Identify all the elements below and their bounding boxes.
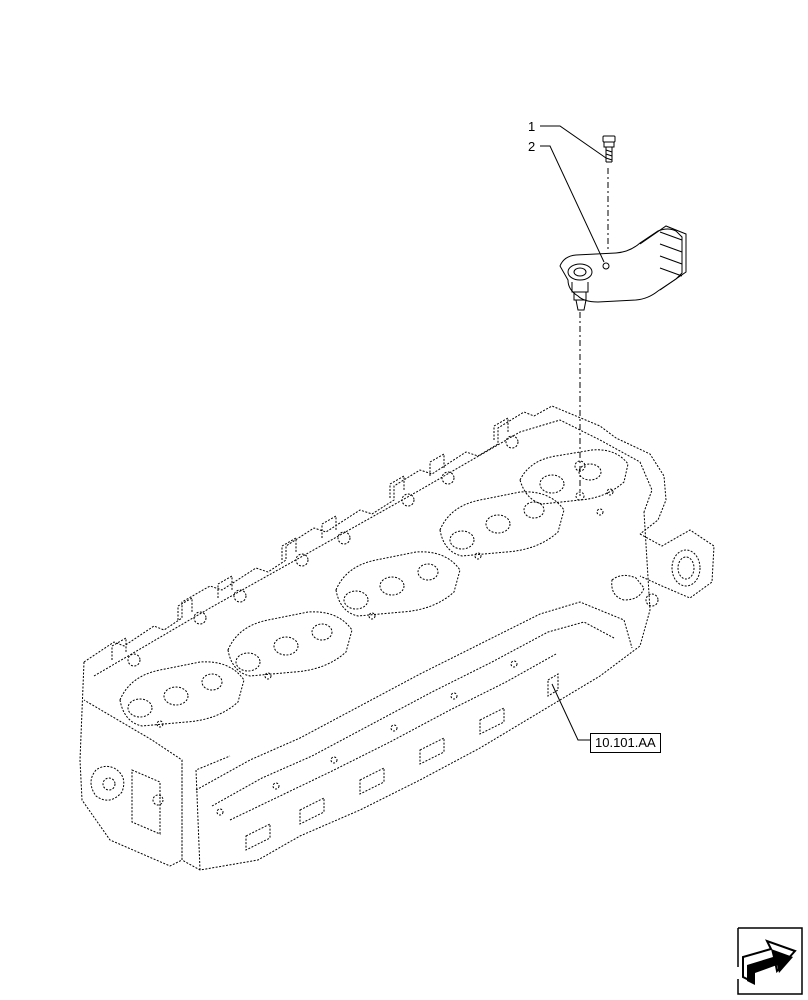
callout-1-leader bbox=[540, 125, 607, 159]
sensor-part bbox=[559, 225, 687, 311]
next-page-button[interactable] bbox=[737, 927, 803, 995]
reference-leader bbox=[551, 683, 596, 741]
cylinder-head-part bbox=[79, 405, 715, 871]
callout-1: 1 bbox=[528, 119, 536, 134]
callout-2-leader bbox=[540, 145, 605, 263]
screw-part bbox=[602, 135, 616, 163]
reference-label-box[interactable]: 10.101.AA bbox=[590, 733, 661, 753]
next-page-arrow-icon bbox=[737, 927, 803, 995]
callout-2: 2 bbox=[528, 139, 536, 154]
